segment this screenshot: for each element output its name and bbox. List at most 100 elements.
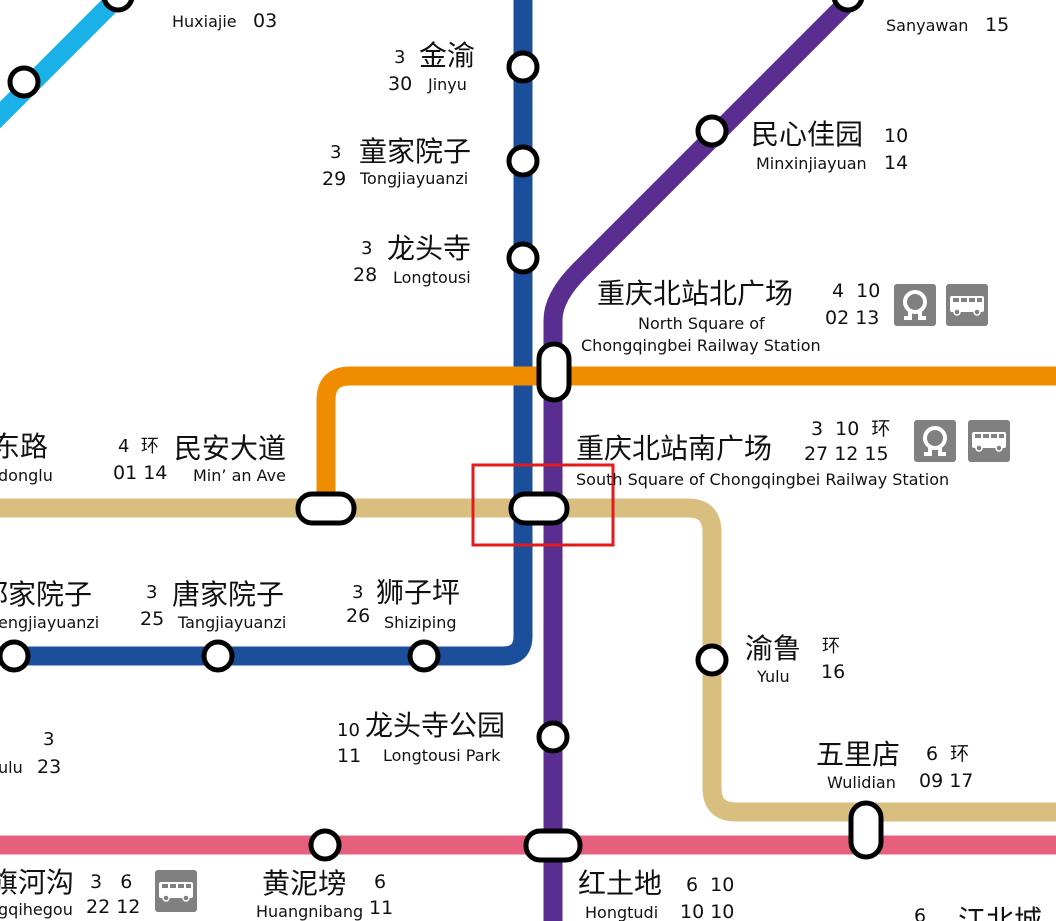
label-zh: 旗河沟	[0, 866, 74, 899]
label-en: Shiziping	[384, 613, 456, 632]
line-light-blue	[0, 0, 129, 129]
station-marker-north-square[interactable]	[536, 341, 572, 403]
label-zh: 民安大道	[174, 432, 286, 465]
label-lines: 6 10	[686, 874, 734, 896]
station-marker-tangjiayuanzi[interactable]	[201, 639, 235, 673]
label-en: Huangnibang	[256, 902, 363, 921]
label-code: 30	[388, 73, 412, 95]
station-marker-sanyawan[interactable]	[831, 0, 865, 13]
label-en: Yulu	[756, 667, 790, 686]
railway-icon	[894, 284, 936, 326]
bus-icon	[946, 284, 988, 326]
station-marker-huangnibang[interactable]	[308, 828, 342, 862]
label-en: Longtousi	[393, 268, 471, 287]
label-code: 23	[37, 756, 61, 778]
label-line: 3	[394, 47, 405, 68]
label-codes: 01 14	[113, 462, 167, 484]
station-marker-hongtudi[interactable]	[523, 828, 583, 863]
label-lines: 6 环	[926, 743, 969, 765]
label-en: Tongjiayuanzi	[359, 169, 468, 188]
label-lines: 4 环	[118, 436, 159, 457]
label-code: 16	[821, 661, 845, 683]
label-zh: 五里店	[816, 738, 900, 771]
railway-icon	[914, 420, 956, 462]
label-line: 6	[914, 905, 926, 921]
station-marker-wulidian[interactable]	[848, 800, 884, 860]
label-line: 3	[330, 142, 341, 163]
bus-icon	[968, 420, 1010, 462]
label-en: Jinyu	[427, 75, 467, 94]
label-code: 29	[322, 168, 346, 190]
station-marker-shiziping[interactable]	[407, 639, 441, 673]
station-marker-longtousi-park[interactable]	[536, 720, 570, 754]
label-codes: 10 10	[680, 901, 734, 921]
station-marker[interactable]	[101, 0, 135, 13]
label-zh: 渝鲁	[745, 632, 801, 665]
label-en: gqihegou	[0, 900, 73, 919]
label-code: 11	[337, 745, 361, 767]
label-code: 11	[369, 897, 393, 919]
label-line: 10	[884, 125, 908, 147]
station-marker-left-jiayuanzi[interactable]	[0, 639, 31, 673]
bus-icon	[155, 870, 197, 912]
label-codes: 02 13	[825, 307, 879, 329]
label-zh: 唐家院子	[172, 578, 284, 611]
label-line: 3	[146, 582, 157, 603]
label-en: South Square of Chongqingbei Railway Sta…	[576, 470, 949, 489]
label-zh: 龙头寺	[387, 232, 471, 265]
label-code: 14	[884, 152, 908, 174]
label-codes: 27 12 15	[804, 443, 889, 465]
label-en: Sanyawan	[886, 16, 968, 35]
station-marker-jinyu[interactable]	[506, 50, 540, 84]
station-marker-minxinjiayuan[interactable]	[695, 114, 729, 148]
station-marker-longtousi[interactable]	[506, 241, 540, 275]
label-zh: 重庆北站北广场	[597, 277, 793, 310]
label-line: 6	[374, 871, 386, 893]
label-en: Wulidian	[827, 773, 896, 792]
station-marker-south-square[interactable]	[508, 491, 570, 526]
label-en: Huxiajie	[172, 12, 237, 31]
station-marker[interactable]	[7, 65, 41, 99]
label-code: 15	[985, 14, 1009, 36]
label-codes: 22 12	[86, 896, 140, 918]
label-line: 环	[822, 636, 840, 657]
label-zh: 东路	[0, 430, 48, 463]
label-zh: 郑家院子	[0, 578, 92, 611]
label-code: 25	[140, 608, 164, 630]
label-code: 28	[353, 264, 377, 286]
label-en: Minxinjiayuan	[756, 154, 867, 173]
label-zh: 红土地	[578, 867, 662, 900]
label-en: ulu	[0, 758, 23, 777]
label-en: Hongtudi	[585, 903, 658, 921]
label-en: engjiayuanzi	[0, 613, 99, 632]
label-en: Chongqingbei Railway Station	[581, 336, 821, 355]
label-en: Longtousi Park	[383, 746, 501, 765]
label-zh: 童家院子	[359, 135, 471, 168]
label-zh: 江北城	[958, 904, 1042, 921]
label-en: Tangjiayuanzi	[177, 613, 286, 632]
label-zh: 民心佳园	[751, 118, 863, 151]
label-en: donglu	[0, 466, 53, 485]
label-line: 3	[43, 729, 54, 750]
station-marker-tongjiayuanzi[interactable]	[506, 144, 540, 178]
label-en: North Square of	[638, 314, 765, 333]
station-marker-yulu[interactable]	[695, 643, 729, 677]
line-dark-blue	[0, 0, 533, 666]
label-code: 03	[253, 10, 277, 32]
label-zh: 龙头寺公园	[365, 709, 505, 742]
label-codes: 09 17	[919, 770, 973, 792]
label-line: 3	[352, 582, 363, 603]
label-line: 3	[361, 238, 372, 259]
label-zh: 金渝	[419, 39, 475, 72]
station-marker-min-an-ave[interactable]	[295, 491, 357, 526]
label-lines: 3 10 环	[811, 418, 890, 440]
line-orange	[316, 366, 1056, 508]
label-line: 10	[337, 720, 360, 741]
label-zh: 狮子坪	[376, 576, 460, 609]
label-lines: 3 6	[90, 871, 132, 893]
label-code: 26	[346, 605, 370, 627]
label-zh: 重庆北站南广场	[576, 432, 772, 465]
highlight-box	[471, 463, 615, 547]
line-purple	[543, 0, 864, 921]
